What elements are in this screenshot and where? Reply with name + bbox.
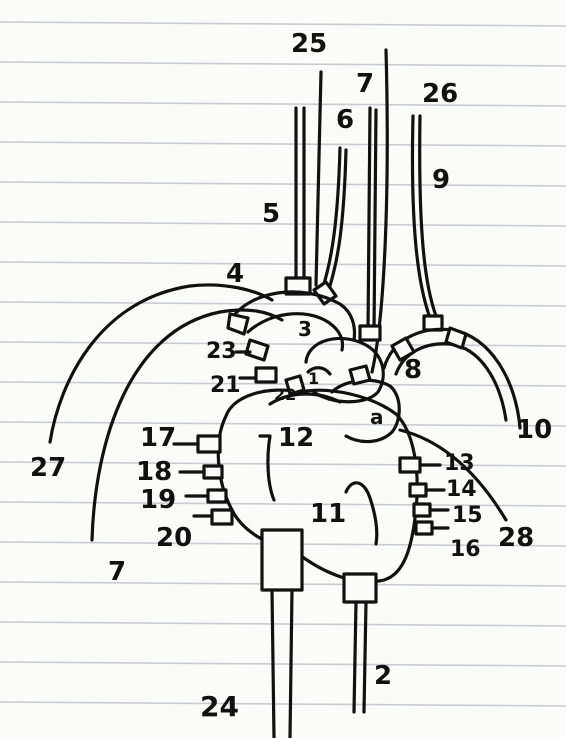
label-16: 16 [450,537,481,562]
vessel-2b [364,602,366,712]
clamp-14 [410,484,426,496]
vessel-7-top [368,108,370,330]
label-23: 23 [206,339,237,364]
clamp-7 [360,326,380,340]
label-26: 26 [422,79,458,109]
label-1-small: 1 [308,369,319,388]
clamp-18 [204,466,222,478]
clamp-19 [208,490,226,502]
inferior-cap-2 [344,574,376,602]
clamp-a [350,366,370,384]
clamp-20 [212,510,232,524]
label-27: 27 [30,453,66,483]
label-10: 10 [516,415,552,445]
label-19: 19 [140,485,176,515]
label-14: 14 [446,477,477,502]
label-24: 24 [200,690,239,723]
label-7-left: 7 [108,557,126,587]
inferior-cap-24 [262,530,302,590]
interior-stroke-11 [346,483,377,544]
label-5: 5 [262,199,280,229]
label-3: 3 [298,317,312,341]
vessel-24a [272,590,274,738]
label-28: 28 [498,523,534,553]
label-22: 22 [274,385,296,404]
label-8: 8 [404,355,422,385]
label-20: 20 [156,523,192,553]
ruled-lines [0,22,566,706]
vessel-24b [290,590,292,738]
interior-stroke-12 [260,436,274,500]
clamp-13 [400,458,420,472]
vessel-7-top-b [374,110,376,332]
clamp-21 [256,368,276,382]
clamp-16 [416,522,432,534]
arch-cap-left [228,314,248,334]
clamp-17 [198,436,220,452]
vessel-6 [322,148,340,290]
clamp-23 [246,340,268,360]
label-12: 12 [278,423,314,453]
label-11: 11 [310,499,346,529]
aortic-arch-outer [232,292,354,340]
label-2: 2 [374,661,392,691]
label-21: 21 [210,373,241,398]
label-7-top: 7 [356,69,374,99]
vessel-2a [354,602,356,712]
label-9: 9 [432,165,450,195]
label-4: 4 [226,259,244,289]
label-25: 25 [291,29,327,59]
label-15: 15 [452,503,483,528]
label-a-small: a [370,405,384,429]
clamp-15 [414,504,430,516]
label-18: 18 [136,457,172,487]
label-17: 17 [140,423,176,453]
heart-body [218,390,417,582]
label-6: 6 [336,105,354,135]
label-13: 13 [444,451,475,476]
